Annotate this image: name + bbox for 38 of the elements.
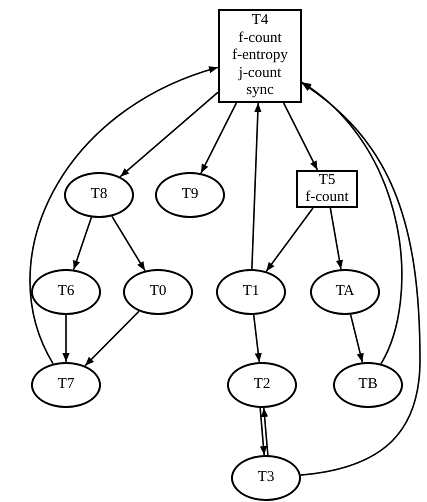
node-label: T6 — [58, 283, 74, 301]
node-label: T5 — [318, 172, 336, 189]
arrow — [29, 66, 218, 364]
arrow — [282, 102, 318, 170]
node-label: f-count — [305, 189, 349, 206]
node-label: T8 — [90, 186, 108, 204]
arrow — [350, 314, 364, 362]
node-label: T3 — [258, 469, 274, 487]
task-ellipse — [64, 172, 134, 218]
arrow — [84, 310, 140, 366]
arrow — [200, 102, 238, 174]
arrow — [330, 208, 343, 270]
arrow — [72, 217, 92, 270]
arrow — [261, 408, 269, 456]
arrow — [252, 314, 262, 362]
node-label: T9 — [182, 186, 198, 204]
node-label: T1 — [242, 283, 260, 301]
node-label: sync — [246, 82, 274, 100]
arrow — [251, 102, 262, 270]
node-label: T4 — [252, 12, 268, 30]
node-label: T2 — [254, 376, 270, 394]
node-label: j-count — [238, 64, 282, 82]
arrow — [111, 216, 146, 272]
node-label: TB — [358, 376, 378, 394]
task-box — [296, 170, 358, 208]
arrow — [120, 92, 219, 178]
task-box — [218, 9, 302, 103]
node-label: T7 — [58, 376, 74, 394]
node-label: TA — [336, 283, 354, 301]
arrow — [62, 315, 70, 362]
node-label: f-entropy — [232, 47, 288, 65]
arrow — [266, 208, 314, 272]
arrow — [300, 82, 421, 476]
node-label: f-count — [238, 30, 282, 48]
task-ellipse — [31, 269, 101, 315]
node-label: T0 — [150, 283, 166, 301]
arrow — [302, 82, 403, 364]
arrow — [259, 408, 267, 456]
